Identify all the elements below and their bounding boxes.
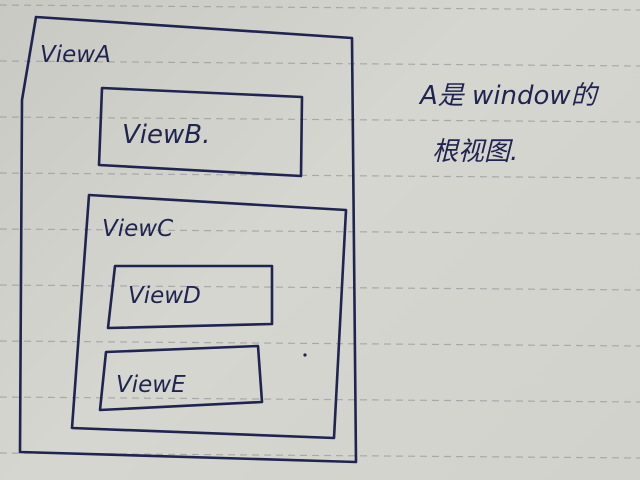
ruled-line bbox=[0, 396, 640, 403]
ruled-lines bbox=[0, 4, 640, 459]
ruled-line bbox=[0, 452, 640, 459]
ruled-line bbox=[0, 284, 640, 291]
view-b-box bbox=[97, 86, 304, 178]
view-a-box bbox=[18, 15, 358, 464]
ruled-line bbox=[0, 4, 640, 11]
view-c-box bbox=[70, 193, 348, 440]
ruled-line bbox=[0, 228, 640, 235]
view-a-label: ViewA bbox=[40, 42, 111, 68]
ruled-line bbox=[0, 60, 640, 67]
ink-dot bbox=[303, 353, 307, 357]
view-d-box bbox=[106, 264, 274, 330]
view-e-label: ViewE bbox=[116, 372, 186, 398]
view-d-label: ViewD bbox=[128, 283, 201, 309]
ruled-line bbox=[0, 116, 640, 123]
view-c-label: ViewC bbox=[102, 216, 173, 242]
note-line-2: 根视图. bbox=[432, 137, 518, 167]
note-line-1: A是 window的 bbox=[418, 81, 600, 111]
view-b-label: ViewB. bbox=[122, 120, 210, 150]
ruled-line bbox=[0, 172, 640, 179]
view-e-box bbox=[98, 344, 264, 412]
ruled-line bbox=[0, 340, 640, 347]
